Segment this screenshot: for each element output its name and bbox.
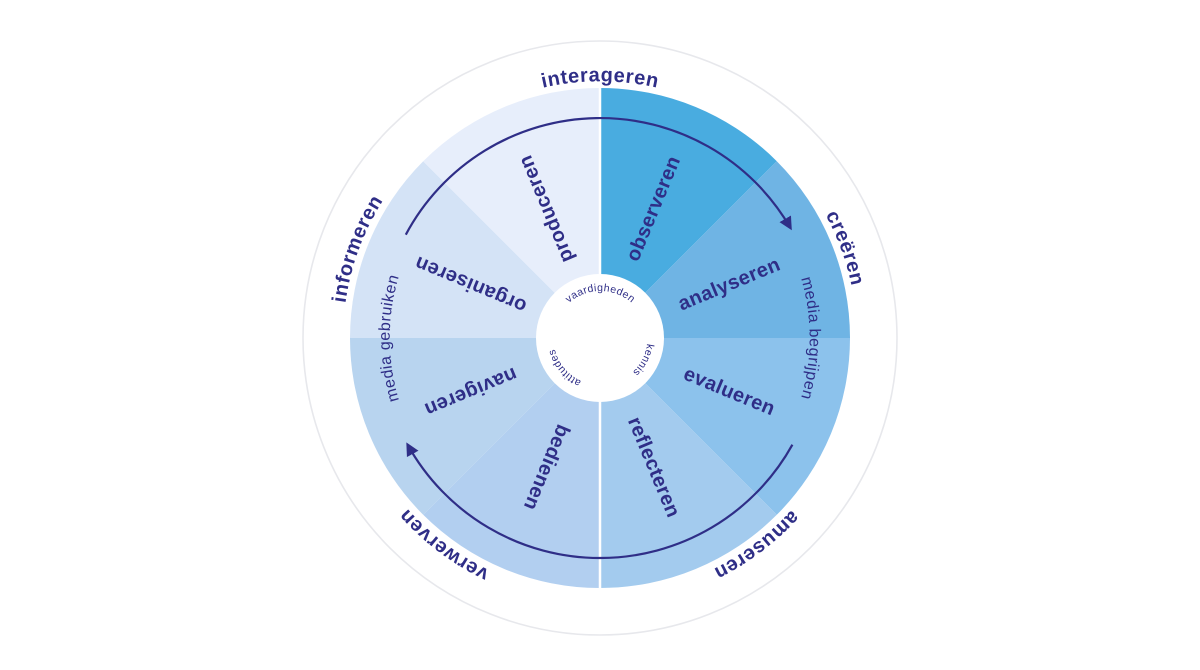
center-circle [536, 274, 664, 402]
segment-produceren [423, 88, 600, 338]
clockwise-arrow-bottom-icon [406, 442, 794, 560]
segment-reflecteren [600, 338, 777, 588]
segment-bedienen [423, 338, 600, 588]
segment-organiseren [350, 161, 600, 338]
segment-navigeren [350, 338, 600, 515]
segment-observeren [600, 87, 777, 338]
segment-evalueren [600, 338, 850, 515]
segment-analyseren [600, 161, 850, 338]
clockwise-arrow-top-icon [404, 116, 792, 236]
wheel-segments [350, 87, 850, 588]
